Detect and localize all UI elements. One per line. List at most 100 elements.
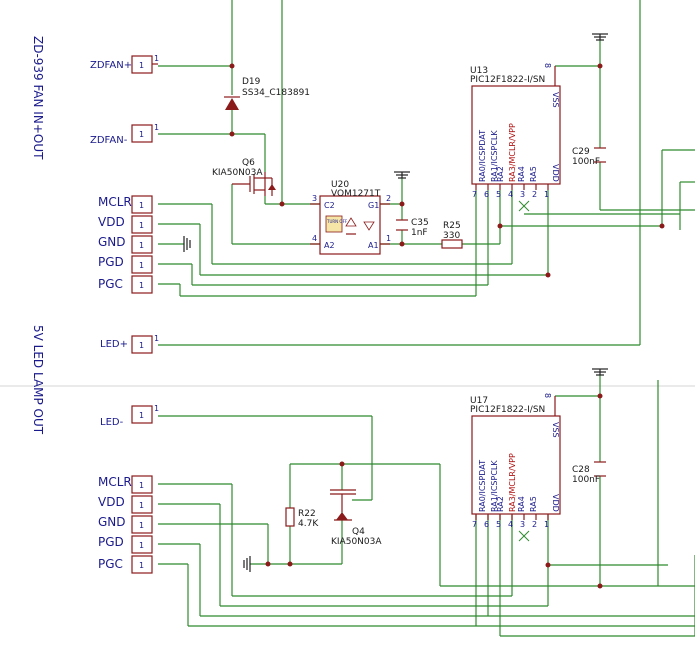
svg-text:LED+: LED+ [100,339,128,350]
svg-text:ZDFAN-: ZDFAN- [90,135,128,146]
capacitor-c28: C28 100nF [572,461,606,485]
svg-text:VSS: VSS [551,92,560,108]
svg-text:3: 3 [520,190,525,199]
label-gnd-top: GND [98,235,126,249]
optocoupler-u20: TURN OFF U20 VOM1271T C2 G1 A2 A1 3 4 2 … [310,180,391,255]
svg-text:RA2: RA2 [496,166,505,182]
svg-text:RA3/MCLR/VPP: RA3/MCLR/VPP [508,453,517,512]
svg-text:1: 1 [139,130,144,139]
svg-text:1: 1 [154,404,159,413]
svg-text:KIA50N03A: KIA50N03A [331,537,382,547]
mcu-u17: U17 PIC12F1822-I/SN VSS VDD RA0/ICSPDAT … [470,393,561,542]
svg-text:2: 2 [386,194,391,203]
svg-text:1: 1 [139,221,144,230]
label-pgd-top: PGD [98,255,124,269]
svg-text:100nF: 100nF [572,475,600,485]
header-bottom: 1 1 1 1 1 MCLR VDD GND PGD PGC [98,475,153,574]
svg-text:1: 1 [386,234,391,243]
svg-text:4: 4 [508,190,513,199]
mosfet-q4: Q4 KIA50N03A [330,489,382,547]
svg-text:KIA50N03A: KIA50N03A [212,168,263,178]
svg-text:1: 1 [139,521,144,530]
svg-text:1: 1 [544,520,549,529]
svg-text:C29: C29 [572,147,590,157]
svg-text:U20: U20 [331,180,349,190]
svg-text:VOM1271T: VOM1271T [331,189,381,199]
svg-text:RA4: RA4 [517,166,526,182]
fan-section-title: ZD-939 FAN IN+OUT [31,36,45,160]
svg-text:Q6: Q6 [242,158,255,168]
svg-text:8: 8 [543,63,552,68]
svg-text:U17: U17 [470,396,488,406]
svg-text:1: 1 [139,261,144,270]
capacitor-c35: C35 1nF [396,218,429,238]
svg-text:1nF: 1nF [411,228,428,238]
svg-text:5: 5 [496,190,501,199]
svg-text:2: 2 [532,190,537,199]
mcu-u13: U13 PIC12F1822-I/SN VSS VDD RA0/ICSPDAT … [470,63,561,212]
label-pgc-top: PGC [98,277,123,291]
resistor-r22: R22 4.7K [285,507,319,529]
top-wires [158,0,695,346]
connector-zdfan-plus: 1 1 ZDFAN+ [90,54,159,74]
svg-text:1: 1 [154,54,159,63]
label-pgd-bottom: PGD [98,535,124,549]
svg-text:A2: A2 [324,241,335,250]
diode-d19: D19 SS34_C183891 [224,77,310,110]
svg-text:VDD: VDD [551,494,560,512]
svg-text:TURN OFF: TURN OFF [326,219,348,224]
label-vdd-bottom: VDD [98,495,125,509]
svg-text:1: 1 [139,561,144,570]
svg-text:1: 1 [139,541,144,550]
svg-text:RA0/ICSPDAT: RA0/ICSPDAT [478,130,487,182]
label-vdd-top: VDD [98,215,125,229]
svg-text:RA2: RA2 [496,496,505,512]
svg-text:7: 7 [472,190,477,199]
svg-text:C2: C2 [324,201,335,210]
svg-text:RA4: RA4 [517,496,526,512]
junctions [229,63,665,589]
svg-text:R25: R25 [443,221,461,231]
svg-text:C35: C35 [411,218,429,228]
bottom-wires [158,375,695,637]
svg-text:RA5: RA5 [529,166,538,182]
svg-text:VSS: VSS [551,422,560,438]
mosfet-q6: Q6 KIA50N03A [212,158,276,196]
svg-text:3: 3 [520,520,525,529]
connector-zdfan-minus: 1 1 ZDFAN- [90,123,159,146]
capacitor-c29: C29 100nF [572,147,606,167]
resistor-r25: R25 330 [441,221,463,249]
svg-text:U13: U13 [470,66,488,76]
svg-text:RA5: RA5 [529,496,538,512]
ground-symbol-gnd-bottom [243,556,251,572]
ground-symbol-gnd-top [183,236,191,252]
svg-text:7: 7 [472,520,477,529]
svg-text:RA3/MCLR/VPP: RA3/MCLR/VPP [508,123,517,182]
svg-text:ZDFAN+: ZDFAN+ [90,60,132,71]
svg-text:G1: G1 [368,201,379,210]
svg-text:2: 2 [532,520,537,529]
label-pgc-bottom: PGC [98,557,123,571]
ground-symbol-c35 [394,171,410,179]
svg-text:C28: C28 [572,465,590,475]
svg-text:D19: D19 [242,77,261,87]
svg-text:6: 6 [484,520,489,529]
svg-text:PIC12F1822-I/SN: PIC12F1822-I/SN [470,75,545,85]
label-gnd-bottom: GND [98,515,126,529]
connector-led-plus: 1 1 LED+ [100,334,159,354]
svg-text:A1: A1 [368,241,379,250]
svg-text:VDD: VDD [551,164,560,182]
svg-text:1: 1 [139,481,144,490]
svg-text:4: 4 [508,520,513,529]
svg-text:1: 1 [139,61,144,70]
svg-text:4: 4 [312,234,317,243]
svg-text:R22: R22 [298,509,316,519]
svg-text:SS34_C183891: SS34_C183891 [242,88,310,98]
svg-text:1: 1 [139,281,144,290]
svg-text:1: 1 [139,411,144,420]
svg-text:8: 8 [543,393,552,398]
ground-symbol-u17 [592,368,608,376]
led-section-title: 5V LED LAMP OUT [31,325,45,435]
label-mclr-bottom: MCLR [98,475,132,489]
